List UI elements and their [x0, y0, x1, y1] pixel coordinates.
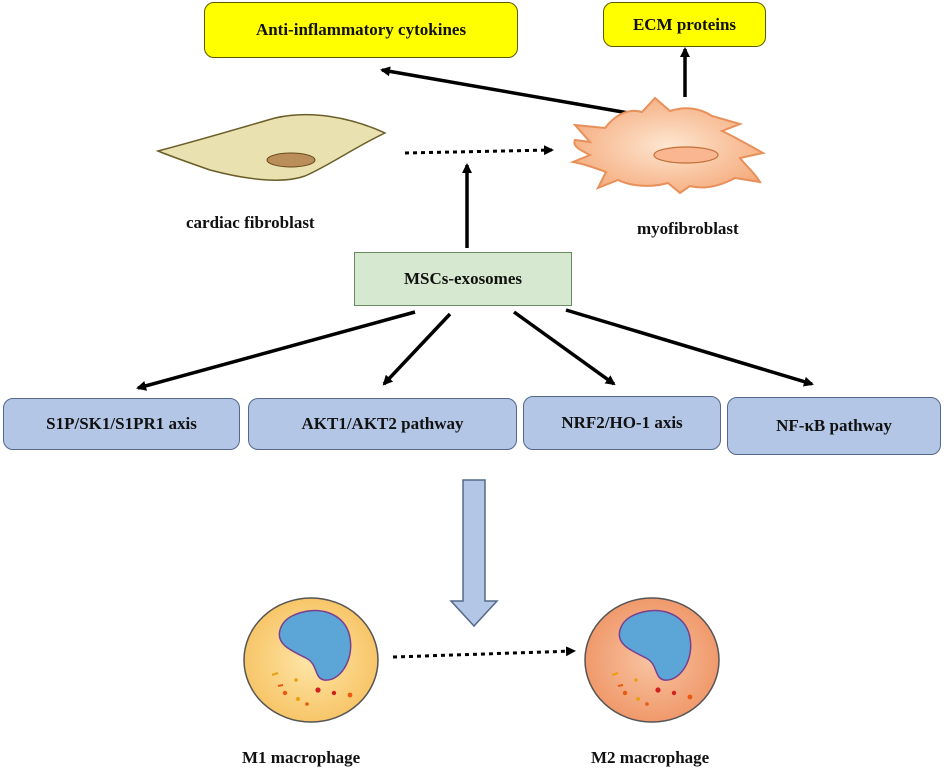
mscs-exosomes-box: MSCs-exosomes [354, 252, 572, 306]
arrow-to-s1p [136, 310, 416, 391]
m2-macrophage-label: M2 macrophage [591, 748, 710, 767]
m1-granules [271, 672, 353, 706]
pathway-akt-label: AKT1/AKT2 pathway [301, 414, 464, 433]
anti-inflammatory-cytokines-label: Anti-inflammatory cytokines [255, 20, 467, 39]
block-arrow-down [449, 479, 499, 628]
anti-inflammatory-cytokines-box: Anti-inflammatory cytokines [204, 2, 518, 58]
myofibroblast-label: myofibroblast [637, 219, 739, 238]
dotted-arrow-polarization [392, 646, 576, 659]
m2-macrophage-cell [584, 597, 720, 723]
m1-macrophage-cell [243, 597, 379, 723]
pathway-nrf2-box: NRF2/HO-1 axis [523, 396, 721, 450]
arrow-to-cytokines [380, 66, 641, 117]
pathway-nfkb-box: NF-κB pathway [727, 397, 941, 455]
myofibroblast-cell [569, 96, 766, 195]
pathway-s1p-box: S1P/SK1/S1PR1 axis [3, 398, 240, 450]
cardiac-fibroblast-label: cardiac fibroblast [186, 213, 315, 232]
arrow-to-akt [382, 312, 452, 386]
ecm-proteins-box: ECM proteins [603, 2, 766, 47]
pathway-akt-box: AKT1/AKT2 pathway [248, 398, 517, 450]
arrow-to-nfkb [565, 308, 814, 387]
cardiac-fibroblast-cell [155, 113, 387, 181]
pathway-nfkb-label: NF-κB pathway [776, 416, 892, 435]
mscs-exosomes-label: MSCs-exosomes [403, 269, 523, 288]
dotted-arrow-differentiation [404, 145, 554, 156]
pathway-nrf2-label: NRF2/HO-1 axis [561, 413, 683, 432]
arrow-to-nrf2 [512, 310, 616, 386]
m1-macrophage-label: M1 macrophage [242, 748, 361, 767]
pathway-s1p-label: S1P/SK1/S1PR1 axis [46, 414, 197, 433]
m2-granules [611, 672, 693, 706]
ecm-proteins-label: ECM proteins [632, 14, 737, 34]
